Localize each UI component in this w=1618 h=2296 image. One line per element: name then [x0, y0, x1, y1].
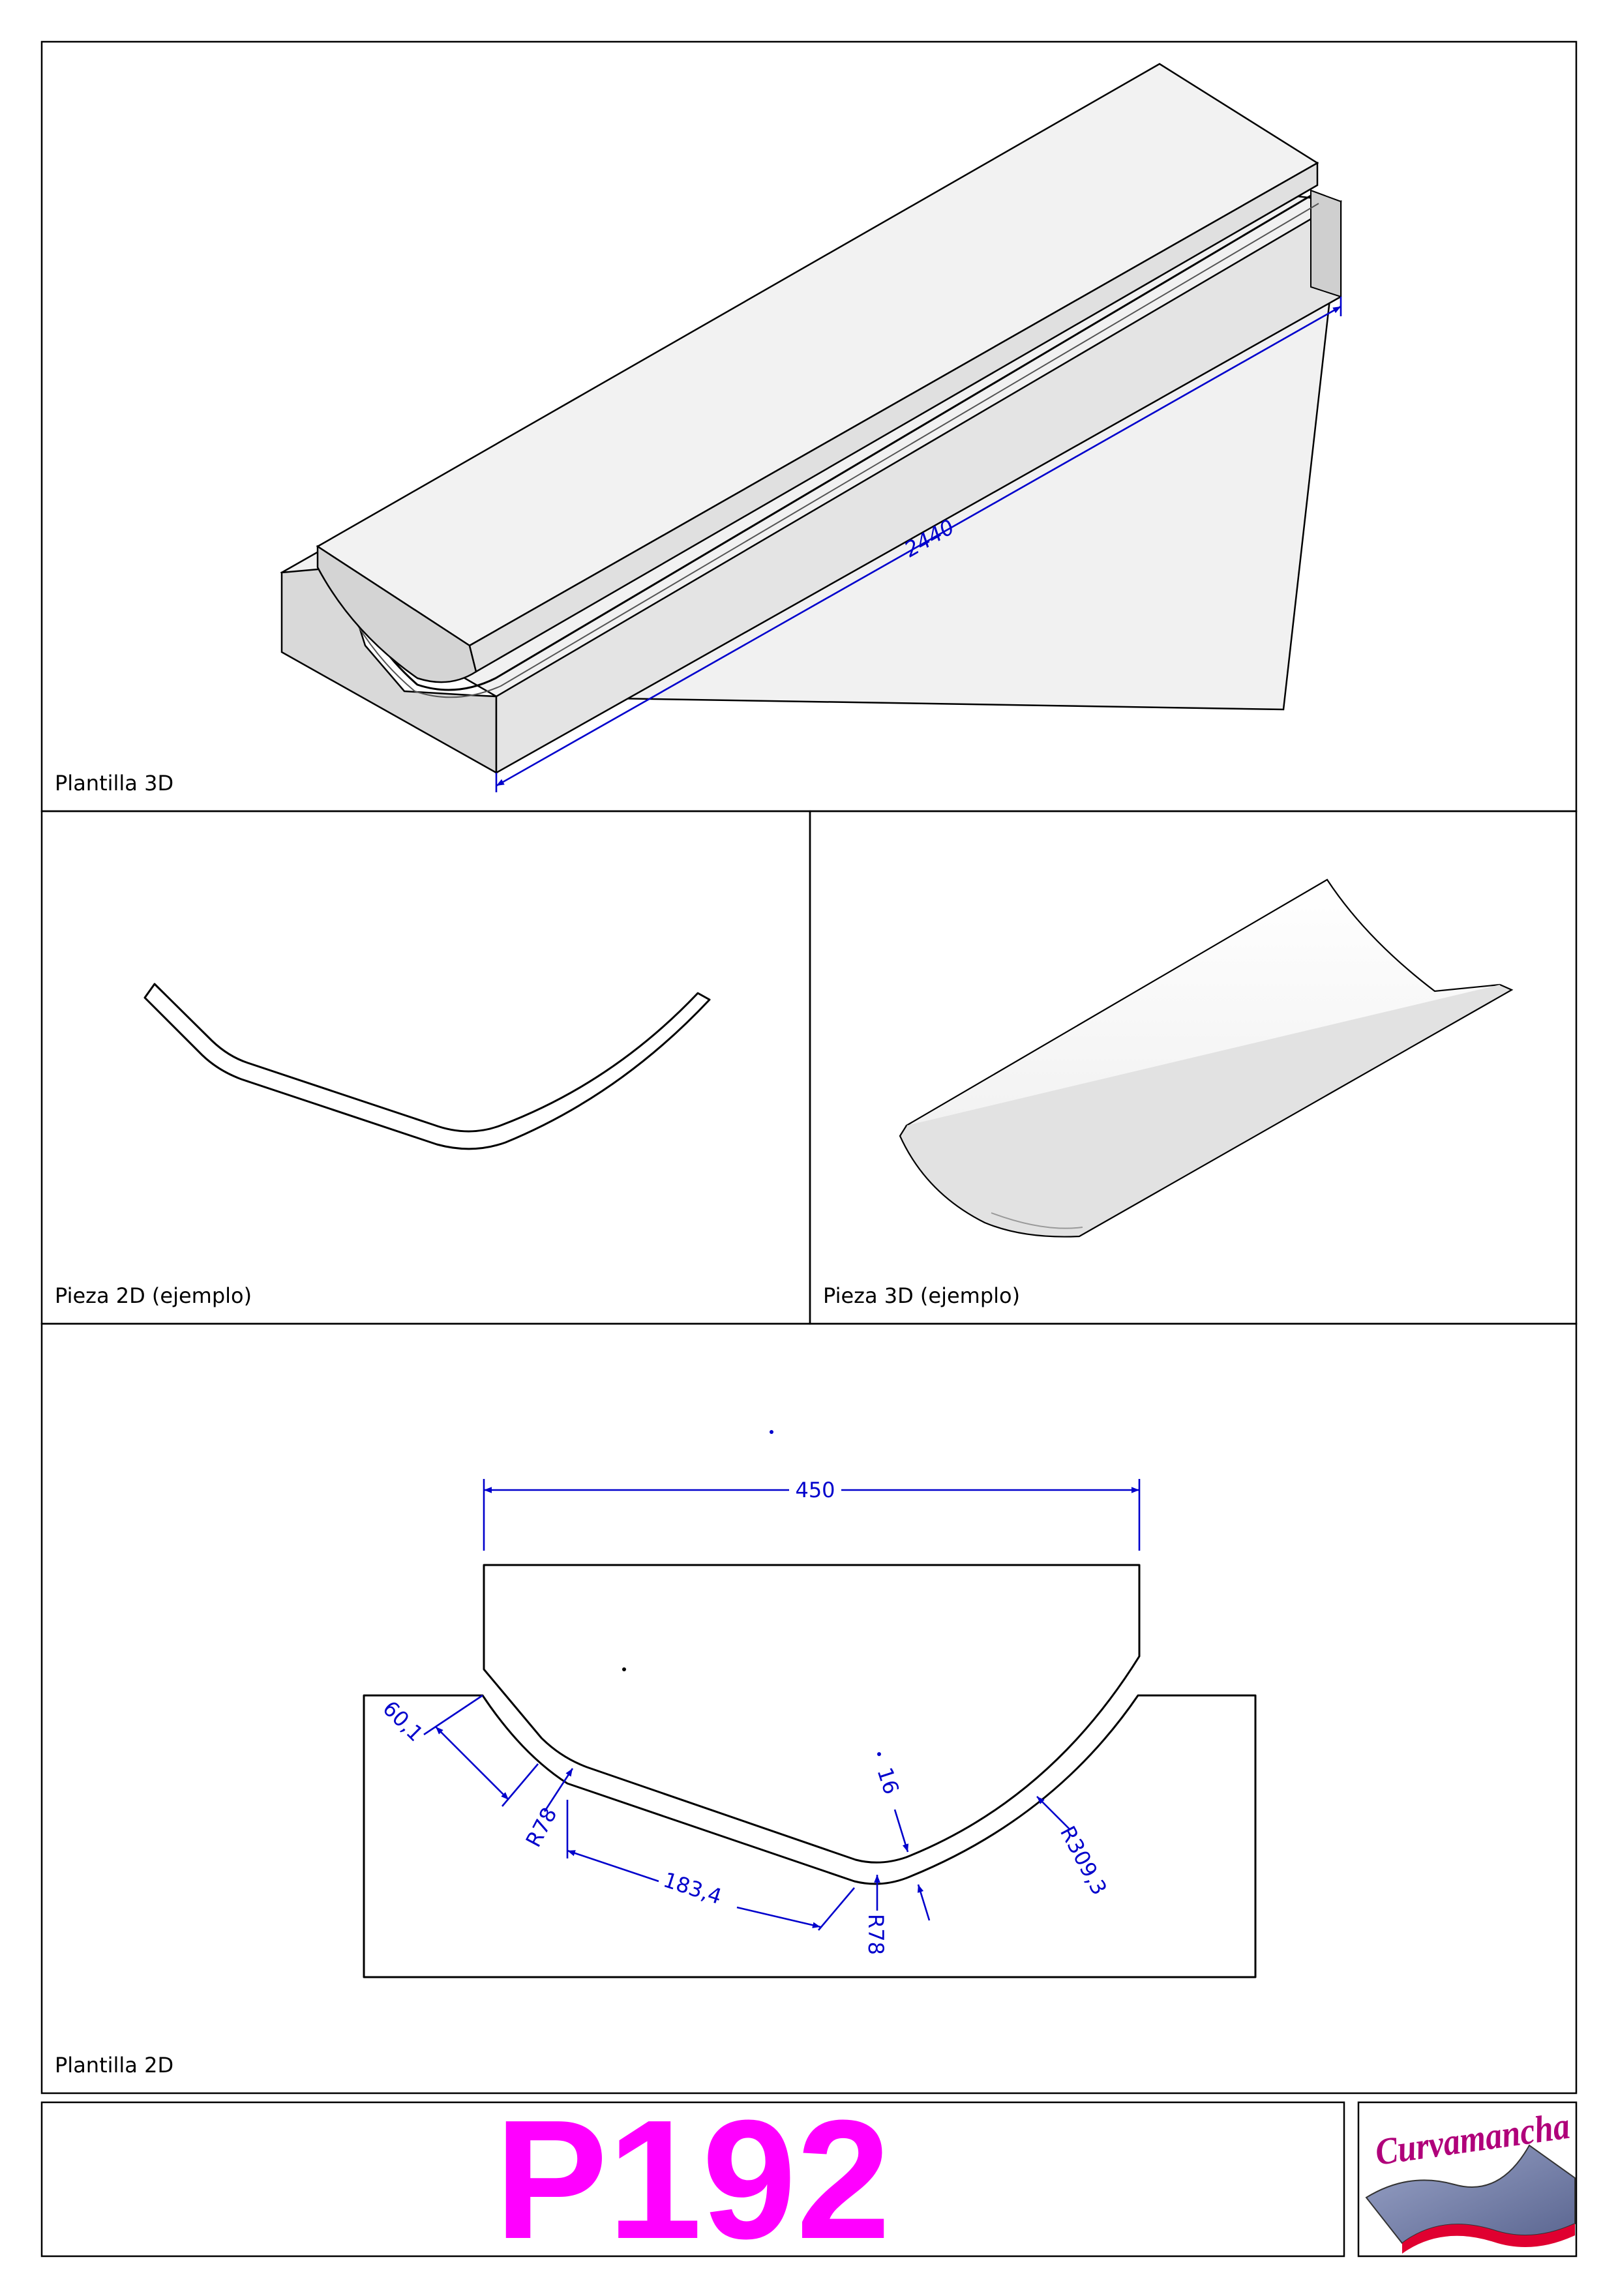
center-mark-top [770, 1430, 773, 1434]
logo-wave-edge [1402, 2224, 1575, 2254]
dim-183-label: 183,4 [661, 1867, 725, 1909]
profile-outline [143, 983, 711, 1150]
dim-16-top [893, 1809, 909, 1853]
label-plantilla-2d: Plantilla 2D [55, 2053, 173, 2078]
dim-16-label: 16 [872, 1765, 904, 1797]
core-front-face [316, 544, 477, 683]
curvamancha-logo: Curvamancha [1365, 2104, 1576, 2254]
dim-r78-left-label: R78 [521, 1803, 562, 1851]
shell-front-edge [899, 983, 1514, 1238]
logo-frame [1357, 2101, 1578, 2258]
base-right-end [1310, 189, 1341, 298]
pieza-2d-profile [143, 983, 711, 1150]
dim-60-ext-a [423, 1694, 483, 1736]
center-mark-mid [622, 1667, 626, 1671]
dim-450-label: 450 [795, 1478, 835, 1502]
label-pieza-3d: Pieza 3D (ejemplo) [823, 1283, 1020, 1308]
plantilla-3d-drawing: 2440 [280, 63, 1342, 792]
panel-plantilla-2d-frame [40, 1322, 1578, 2095]
dim-r309-label: R309,3 [1055, 1822, 1112, 1899]
label-pieza-2d: Pieza 2D (ejemplo) [55, 1283, 252, 1308]
dim-2440-line [496, 305, 1341, 787]
plantilla-2d-drawing: 450 60,1 R78 183,4 16 R78 R309,3 [363, 1430, 1257, 1978]
dim-r78-bottom-label: R78 [863, 1914, 888, 1955]
dim-60-label: 60,1 [378, 1696, 428, 1746]
dim-183-ext-right [818, 1887, 855, 1931]
center-mark-right [877, 1752, 881, 1756]
dim-60-line [435, 1726, 509, 1800]
dim-r78-left-leader [543, 1768, 574, 1812]
dim-r309-leader [1036, 1796, 1070, 1830]
part-code: P192 [494, 2085, 890, 2274]
pieza-3d-shell [899, 878, 1514, 1238]
dim-60-ext-b [502, 1763, 539, 1807]
panel-pieza-2d-frame [40, 810, 811, 1325]
title-block-frame [40, 2101, 1345, 2258]
label-plantilla-3d: Plantilla 3D [55, 771, 173, 796]
shell-curve-highlight [991, 1212, 1083, 1229]
upper-block-outline [483, 1564, 1141, 1864]
dim-16-bottom [917, 1884, 931, 1921]
lower-block-outline [363, 1694, 1257, 1978]
dim-183-line-a [567, 1849, 659, 1883]
dim-183-line-b [736, 1906, 821, 1928]
